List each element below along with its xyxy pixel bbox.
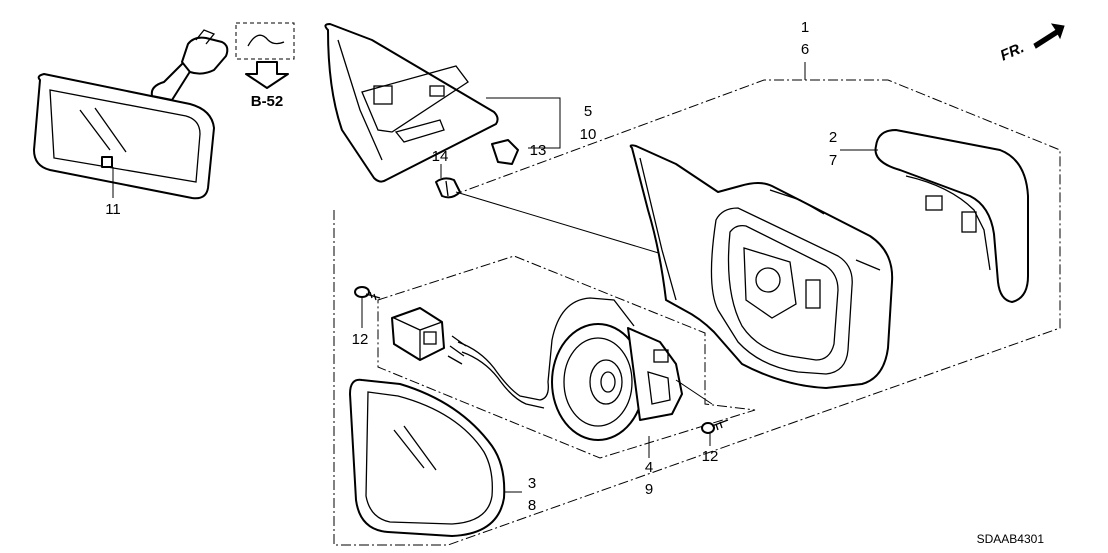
reference-label: B-52: [251, 93, 284, 110]
callout-8: 8: [528, 497, 536, 514]
wire-harness-2: [461, 351, 545, 409]
wire-clip-icon: [247, 34, 285, 47]
screw-12-lower: [701, 419, 729, 434]
nut-14: [435, 177, 461, 199]
callout-10: 10: [580, 126, 597, 143]
actuator-motor: [551, 323, 683, 441]
leader-14-to-housing: [455, 191, 663, 255]
callout-5: 5: [584, 103, 592, 120]
leader-5-10: [486, 97, 561, 149]
connector: [391, 307, 445, 361]
direction-label: FR.: [998, 39, 1027, 64]
reference-arrow-icon: [245, 61, 289, 89]
mirror-glass: [349, 378, 506, 537]
callout-7: 7: [829, 152, 837, 169]
callout-12-upper: 12: [352, 331, 369, 348]
clip-13: [491, 139, 519, 165]
callout-6: 6: [801, 41, 809, 58]
mirror-housing: [629, 144, 894, 389]
leader-actuator-to-housing: [675, 379, 713, 405]
callout-13: 13: [530, 142, 547, 159]
callout-11: 11: [105, 201, 121, 218]
wire-ends: [447, 335, 467, 365]
wire-harness: [457, 297, 635, 401]
skull-cap: [874, 129, 1029, 303]
reference-box: [235, 22, 295, 60]
callout-14: 14: [432, 148, 449, 165]
actuator-subassembly-boundary: [377, 255, 756, 459]
rearview-mirror: [33, 29, 229, 200]
front-direction-arrow-icon: [1033, 23, 1065, 49]
callout-9: 9: [645, 481, 653, 498]
callout-2: 2: [829, 129, 837, 146]
diagram-code: SDAAB4301: [977, 532, 1045, 546]
callout-4: 4: [645, 459, 653, 476]
callout-12-lower: 12: [702, 448, 719, 465]
callout-1: 1: [801, 19, 809, 36]
screw-12-upper: [354, 286, 381, 301]
mirror-sail-garnish: [324, 23, 499, 183]
callout-3: 3: [528, 475, 536, 492]
